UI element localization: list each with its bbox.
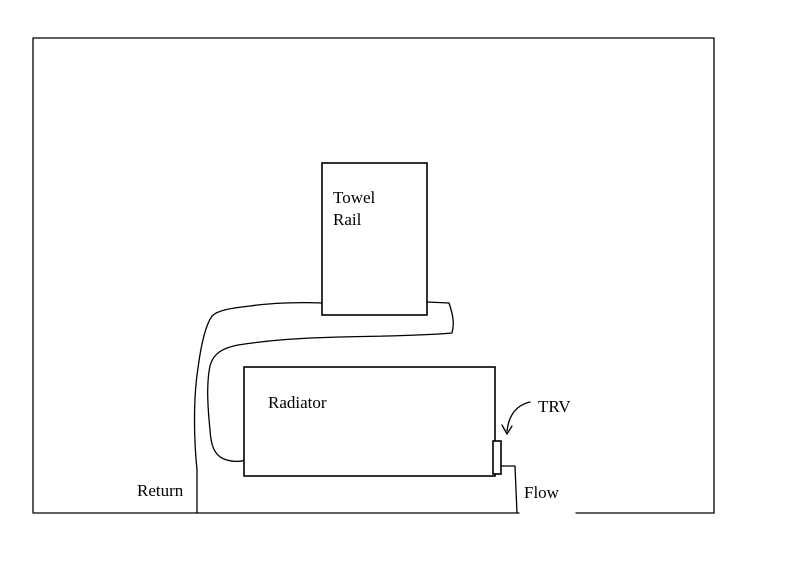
radiator xyxy=(243,366,496,477)
trv-valve xyxy=(492,440,502,475)
flow-label: Flow xyxy=(524,483,560,502)
trv-callout-arrow xyxy=(506,401,531,432)
return-label: Return xyxy=(137,481,184,500)
radiator-label: Radiator xyxy=(268,393,327,412)
return-pipe-inner xyxy=(207,301,454,463)
trv-arrow-head xyxy=(501,424,513,435)
towel-rail-label-line2: Rail xyxy=(333,210,362,229)
flow-pipe xyxy=(500,465,518,514)
towel-rail xyxy=(321,162,428,316)
room-outline xyxy=(32,37,715,514)
towel-rail-label-line1: Towel xyxy=(333,188,376,207)
trv-label: TRV xyxy=(538,397,571,416)
return-pipe-outer xyxy=(193,301,323,514)
